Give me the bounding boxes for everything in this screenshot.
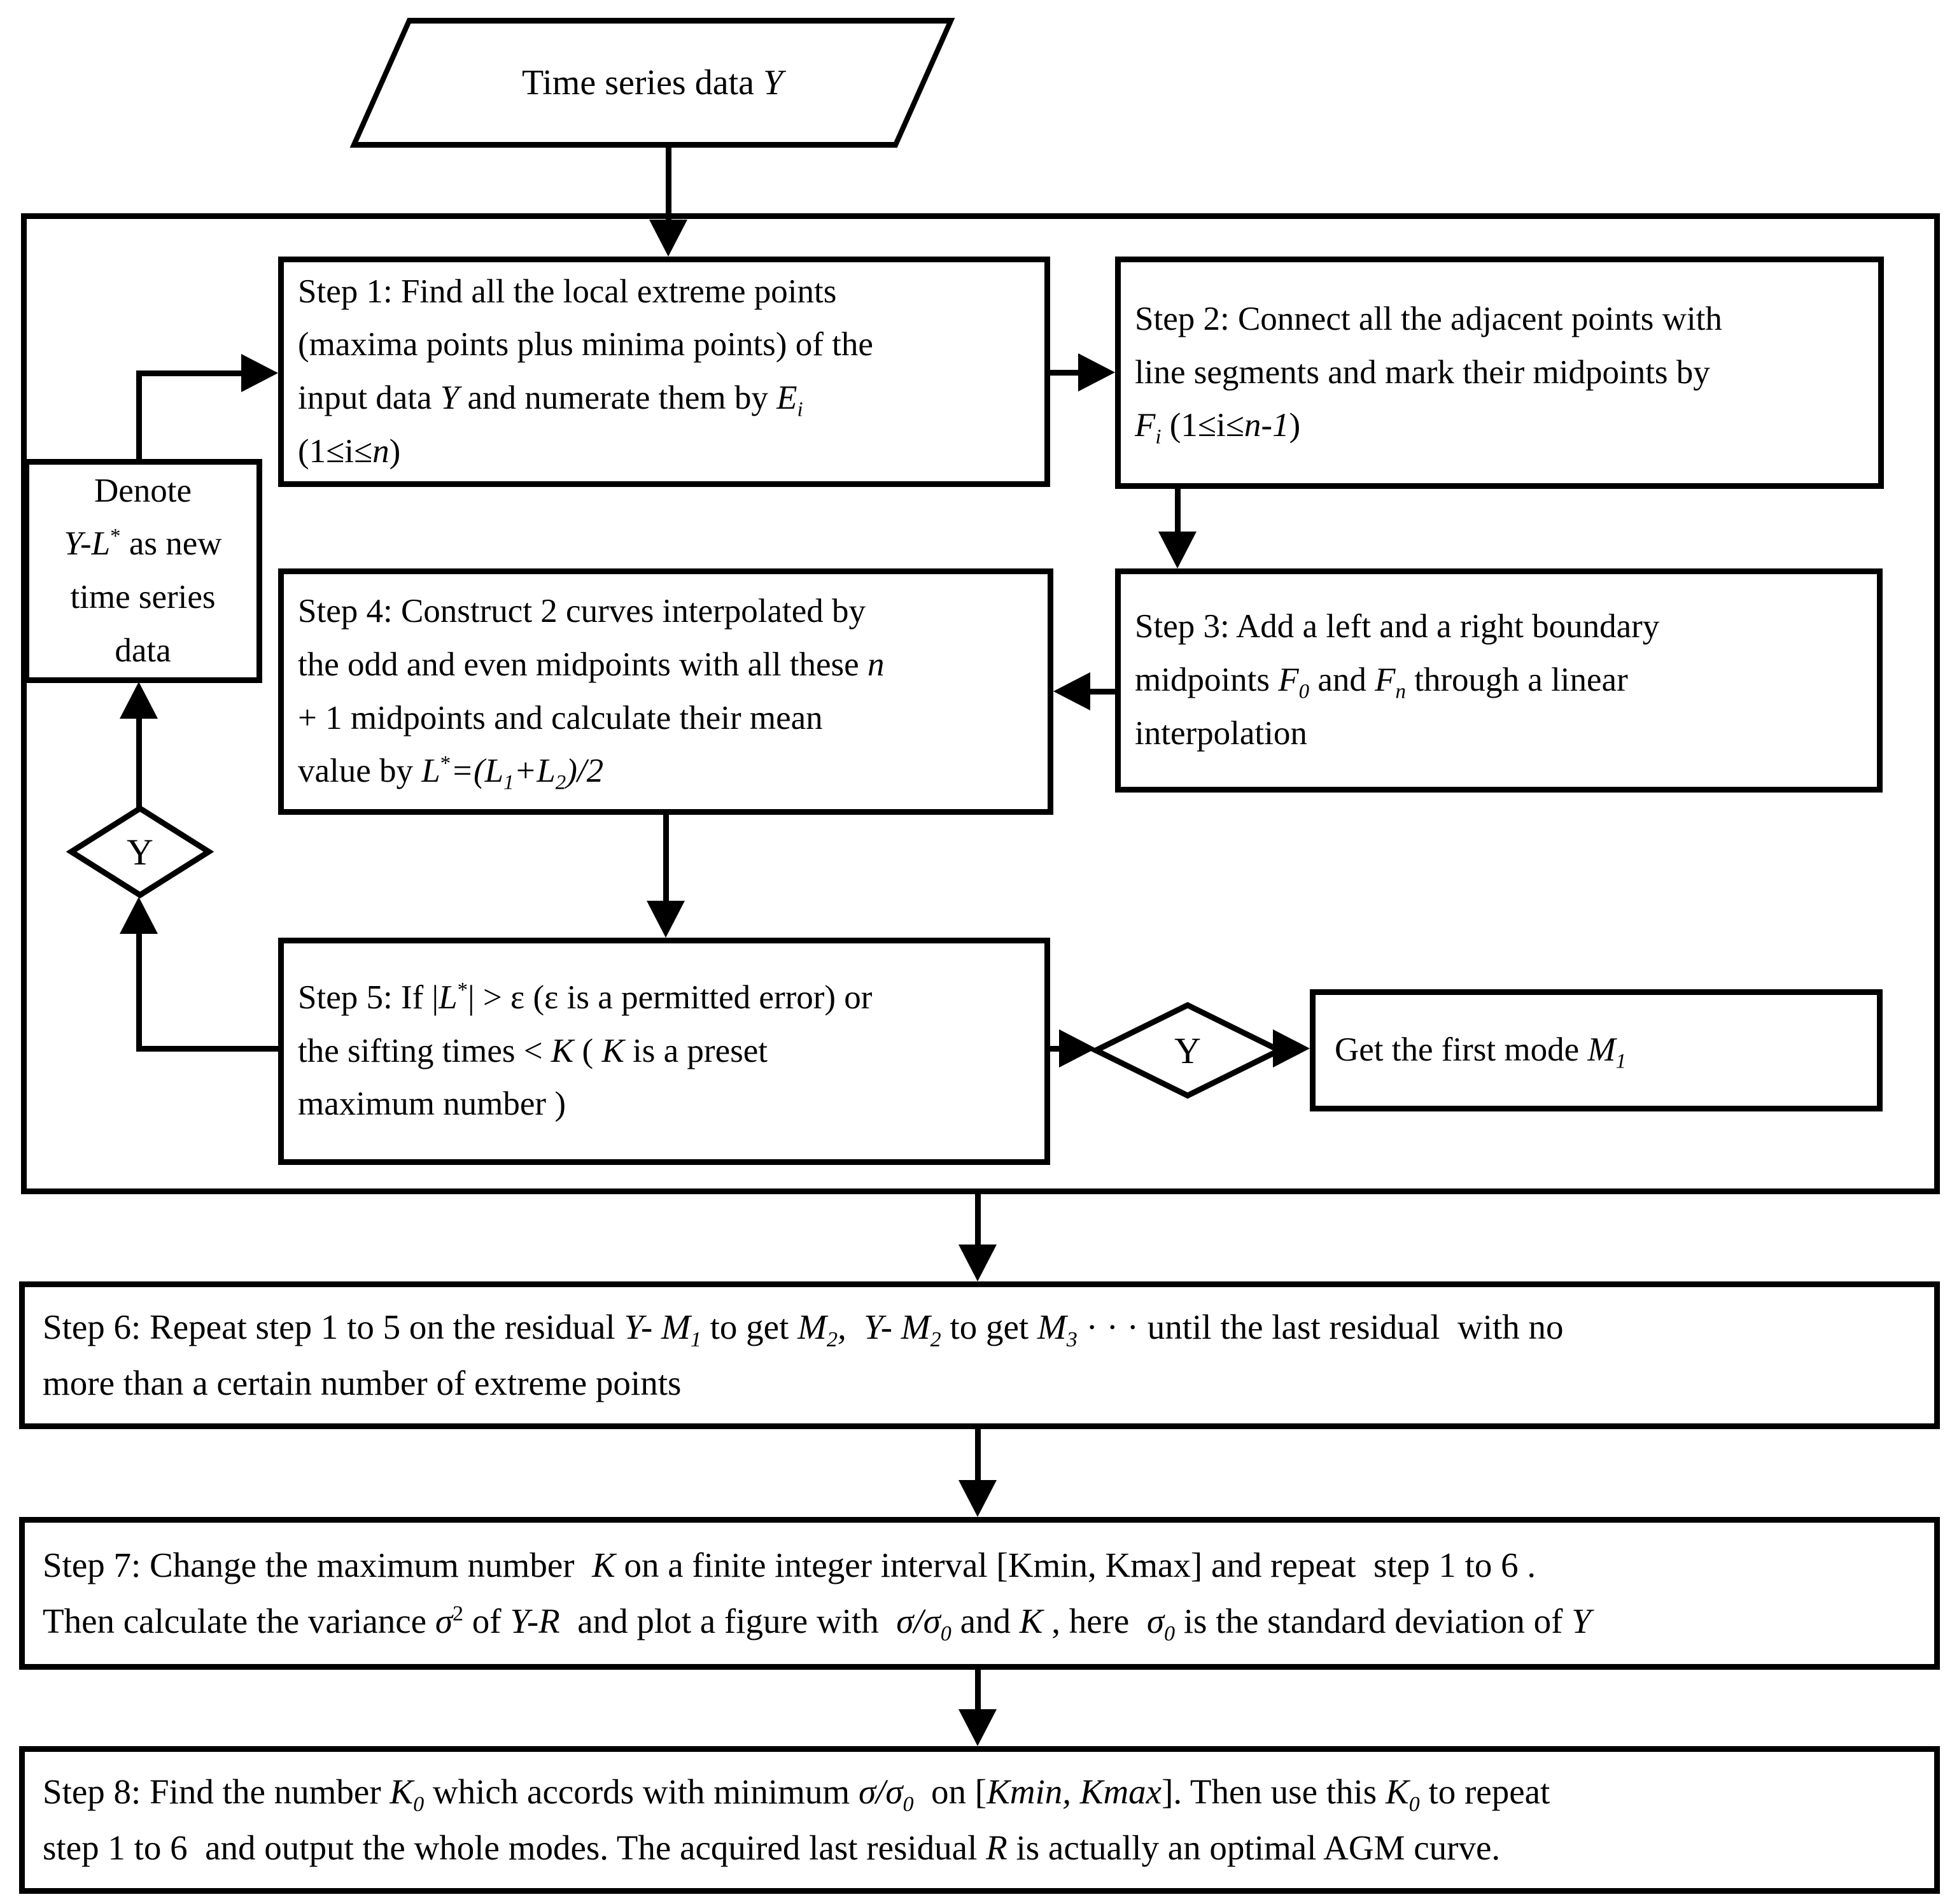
connector-step5-decisionleft-hline — [136, 1046, 281, 1052]
arrowhead-step5-decisionright — [1059, 1029, 1096, 1068]
arrowhead-step1-step2 — [1078, 353, 1115, 391]
decision-left-label: Y — [127, 831, 153, 873]
connector-step1-step2-line — [1049, 370, 1082, 376]
input-text: Time series data Y — [521, 63, 783, 102]
arrowhead-step4-step5 — [647, 901, 685, 938]
connector-step2-step3-line — [1175, 486, 1181, 535]
connector-step5-decisionright-line — [1049, 1046, 1064, 1052]
arrowhead-denote-step1 — [241, 354, 278, 392]
arrowhead-step5-decisionleft — [120, 897, 158, 934]
arrowhead-step3-step4 — [1053, 672, 1090, 710]
step7-text: Step 7: Change the maximum number K on a… — [43, 1546, 1591, 1646]
step6-text: Step 6: Repeat step 1 to 5 on the residu… — [43, 1308, 1564, 1402]
step8-text: Step 8: Find the number K0 which accords… — [43, 1772, 1550, 1867]
node-step2: Step 2: Connect all the adjacent points … — [1115, 257, 1884, 489]
node-step6: Step 6: Repeat step 1 to 5 on the residu… — [19, 1281, 1940, 1429]
arrowhead-input-step1 — [649, 220, 687, 257]
connector-denote-step1-vline — [136, 370, 142, 462]
connector-step5-decisionleft-vline — [136, 934, 142, 1052]
arrowhead-container-step6 — [958, 1245, 997, 1281]
arrowhead-decisionleft-denote — [120, 682, 158, 719]
arrowhead-step2-step3 — [1158, 532, 1197, 568]
connector-input-step1-line — [666, 146, 671, 223]
connector-step6-step7-line — [975, 1427, 981, 1484]
get-mode-text: Get the first mode M1 — [1335, 1031, 1626, 1073]
node-input-parallelogram: Time series data Y — [349, 18, 955, 148]
node-step5: Step 5: If |L*| > ε (ε is a permitted er… — [278, 938, 1050, 1165]
arrowhead-step6-step7 — [958, 1480, 997, 1517]
connector-decisionleft-denote-line — [136, 719, 142, 808]
connector-step7-step8-line — [975, 1667, 981, 1713]
connector-step4-step5-line — [663, 812, 669, 904]
step5-text: Step 5: If |L*| > ε (ε is a permitted er… — [298, 978, 873, 1123]
decision-left-diamond — [66, 805, 214, 899]
connector-step3-step4-line — [1087, 689, 1118, 695]
connector-denote-step1-hline — [136, 370, 246, 376]
decision-right-label: Y — [1174, 1029, 1201, 1071]
node-get-first-mode: Get the first mode M1 — [1310, 989, 1883, 1111]
connector-container-step6-line — [975, 1191, 981, 1248]
node-step1: Step 1: Find all the local extreme point… — [278, 257, 1050, 487]
step1-text: Step 1: Find all the local extreme point… — [298, 272, 873, 470]
step2-text: Step 2: Connect all the adjacent points … — [1135, 300, 1722, 449]
step4-text: Step 4: Construct 2 curves interpolated … — [298, 593, 885, 794]
node-step4: Step 4: Construct 2 curves interpolated … — [278, 568, 1053, 815]
node-step7: Step 7: Change the maximum number K on a… — [19, 1517, 1940, 1670]
arrowhead-step7-step8 — [958, 1709, 997, 1746]
node-step8: Step 8: Find the number K0 which accords… — [19, 1746, 1940, 1894]
decision-right-diamond — [1091, 1001, 1284, 1099]
